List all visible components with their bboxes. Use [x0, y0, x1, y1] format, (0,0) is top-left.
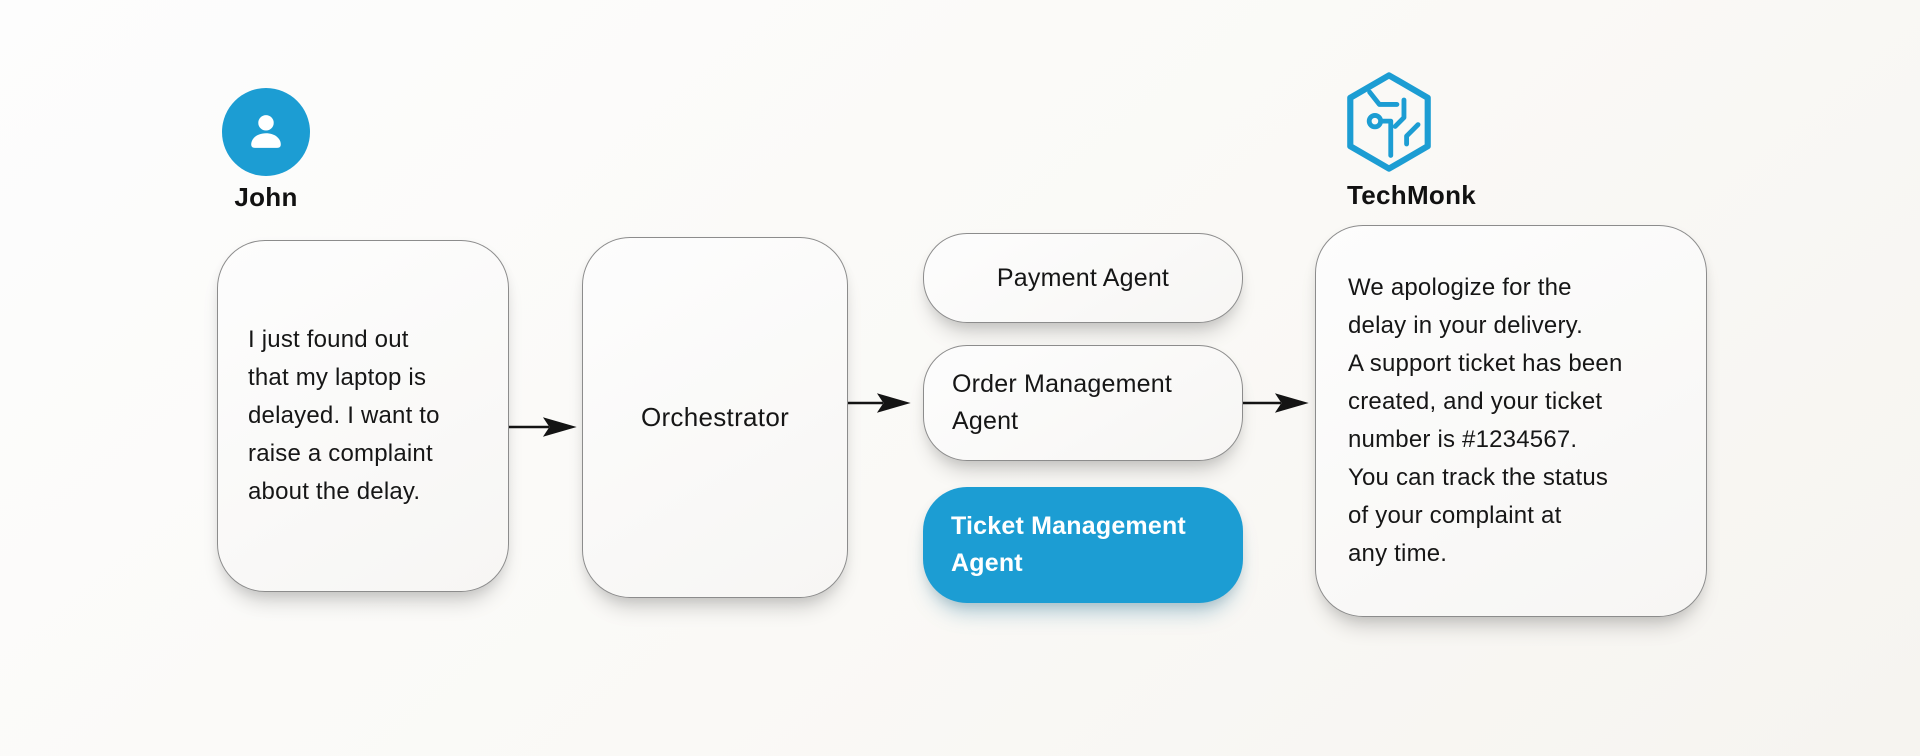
response-message-box: We apologize for the delay in your deliv… — [1315, 225, 1707, 617]
orchestrator-label: Orchestrator — [640, 402, 790, 432]
person-icon — [251, 115, 281, 148]
agent-box-payment: Payment Agent — [923, 233, 1243, 323]
arrow-user-to-orchestrator — [505, 417, 577, 437]
orchestrator-box: Orchestrator — [582, 237, 848, 598]
arrow-orchestrator-to-agents — [847, 393, 911, 413]
user-message-box: I just found out that my laptop is delay… — [217, 240, 509, 592]
arrow-agents-to-response — [1243, 393, 1309, 413]
agent-box-ticket-management-active: Ticket Management Agent — [923, 487, 1243, 603]
agent-label: Ticket Management Agent — [951, 512, 1186, 577]
response-message-text: We apologize for the delay in your deliv… — [1348, 274, 1623, 567]
user-message-text: I just found out that my laptop is delay… — [248, 326, 440, 505]
user-name-label: John — [234, 182, 298, 212]
agent-label: Order Management Agent — [952, 370, 1172, 435]
techmonk-hexagon-circuit-icon — [1347, 72, 1431, 172]
agent-box-order-management: Order Management Agent — [923, 345, 1243, 461]
agent-label: Payment Agent — [996, 263, 1170, 292]
user-avatar — [222, 88, 310, 176]
brand-name-label: TechMonk — [1347, 180, 1477, 210]
